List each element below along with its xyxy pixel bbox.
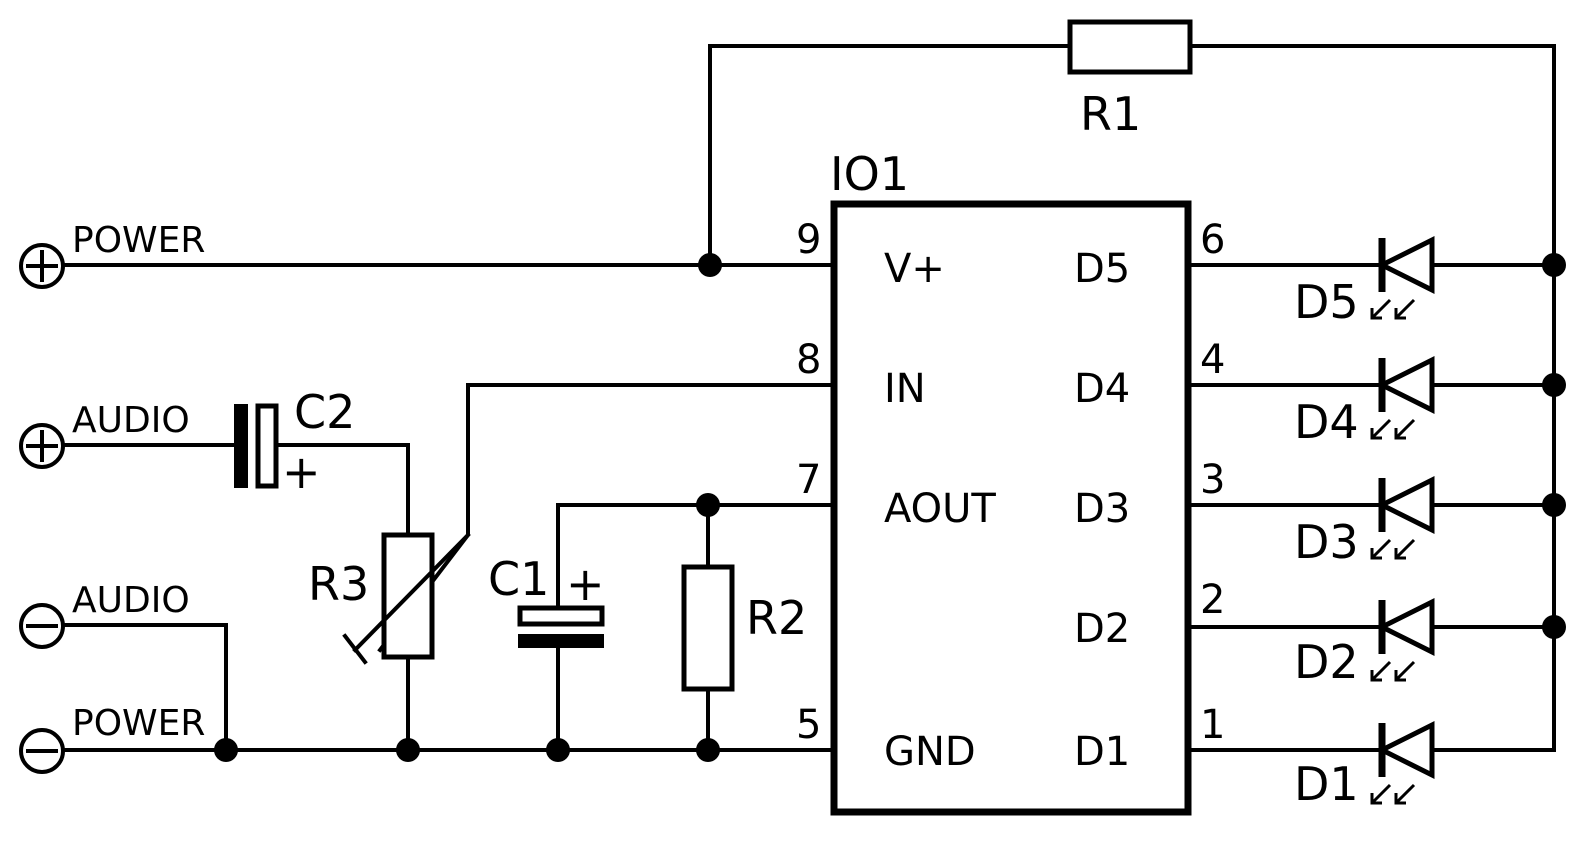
label-gnd: GND — [884, 729, 976, 775]
pin-4: 4 — [1200, 337, 1225, 383]
pin-8: 8 — [796, 337, 821, 383]
d5-label: D5 — [1294, 275, 1359, 329]
variable-resistor-r3: R3 — [308, 532, 471, 665]
terminal-power-negative-label: POWER — [72, 703, 205, 744]
terminal-audio-negative: AUDIO — [19, 580, 190, 649]
pin-1: 1 — [1200, 702, 1225, 748]
d1-label: D1 — [1294, 757, 1359, 811]
resistor-r2: R2 — [681, 564, 807, 692]
d4-label: D4 — [1294, 395, 1359, 449]
terminal-audio-positive-label: AUDIO — [72, 400, 190, 441]
led-d3: D3 — [1294, 475, 1435, 569]
r3-label: R3 — [308, 557, 369, 611]
label-d4: D4 — [1074, 366, 1130, 412]
pin-5: 5 — [796, 702, 821, 748]
label-d3: D3 — [1074, 486, 1130, 532]
c2-plus: + — [282, 445, 321, 499]
c1-label: C1 — [488, 552, 549, 606]
resistor-r1: R1 — [1067, 19, 1193, 141]
led-d4: D4 — [1294, 355, 1435, 449]
capacitor-c1: C1 + — [488, 552, 605, 648]
capacitor-c2: C2 + — [234, 385, 355, 499]
label-d1: D1 — [1074, 729, 1130, 775]
terminal-power-positive-label: POWER — [72, 220, 205, 261]
pin-7: 7 — [796, 457, 821, 503]
led-d5: D5 — [1294, 235, 1435, 329]
pin-9: 9 — [796, 217, 821, 263]
label-d2: D2 — [1074, 606, 1130, 652]
r1-label: R1 — [1080, 87, 1141, 141]
terminal-audio-negative-label: AUDIO — [72, 580, 190, 621]
junctions — [214, 253, 1566, 762]
pin-2: 2 — [1200, 577, 1225, 623]
r2-label: R2 — [746, 591, 807, 645]
led-d2: D2 — [1294, 597, 1435, 689]
label-vplus: V+ — [884, 246, 945, 292]
ic-io1: IO1 9 8 7 5 6 4 3 2 1 V+ IN AOUT GND D5 … — [796, 147, 1225, 816]
d3-label: D3 — [1294, 515, 1359, 569]
label-in: IN — [884, 366, 926, 412]
c1-plus: + — [566, 557, 605, 611]
ic-name: IO1 — [830, 147, 909, 201]
terminal-power-positive: POWER — [19, 220, 205, 289]
pin-3: 3 — [1200, 457, 1225, 503]
label-d5: D5 — [1074, 246, 1130, 292]
terminal-power-negative: POWER — [19, 703, 205, 774]
pin-6: 6 — [1200, 217, 1225, 263]
label-aout: AOUT — [884, 486, 996, 532]
led-d1: D1 — [1294, 720, 1435, 811]
terminal-audio-positive: AUDIO — [19, 400, 190, 469]
d2-label: D2 — [1294, 635, 1359, 689]
c2-label: C2 — [294, 385, 355, 439]
